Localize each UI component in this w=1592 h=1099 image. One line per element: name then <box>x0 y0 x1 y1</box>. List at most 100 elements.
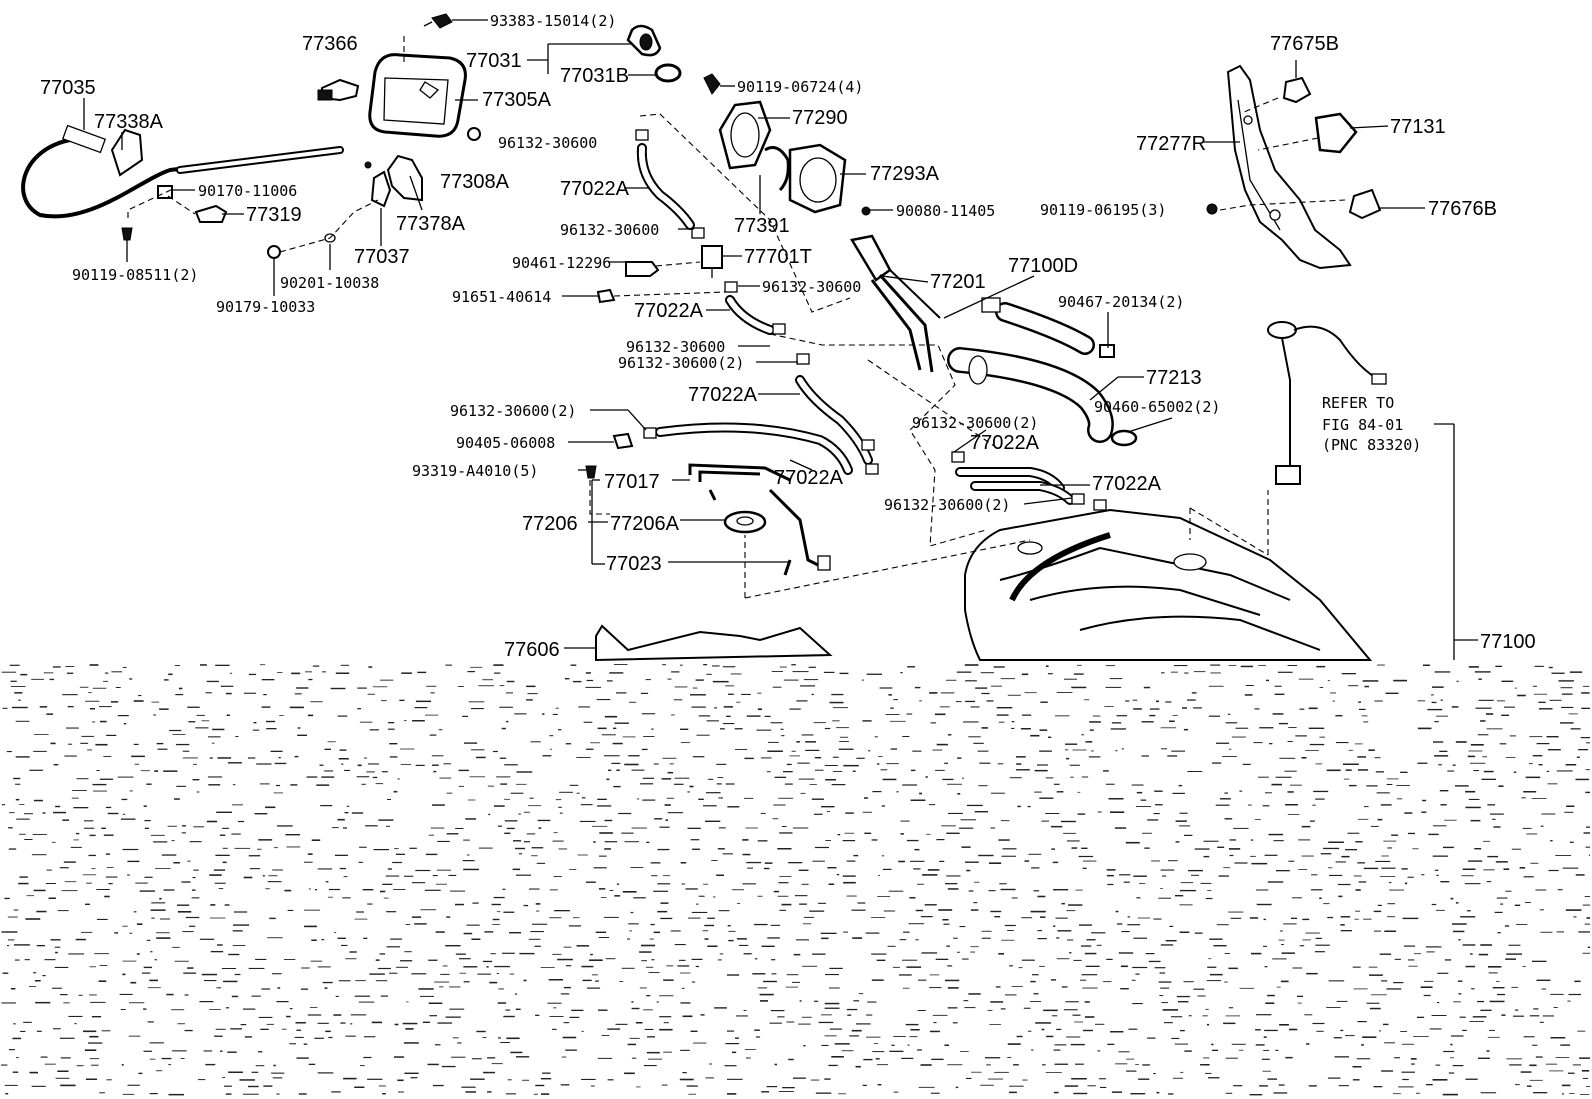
noise-dash <box>128 1035 141 1037</box>
noise-dash <box>1141 721 1154 723</box>
noise-dash <box>674 944 686 946</box>
callout-77100: 77100 <box>1480 631 1536 653</box>
noise-dash <box>784 783 793 785</box>
noise-dash <box>705 1077 714 1079</box>
noise-dash <box>472 902 479 904</box>
noise-dash <box>1363 918 1372 920</box>
noise-dash <box>147 1021 154 1023</box>
noise-dash <box>99 1092 105 1094</box>
noise-dash <box>621 967 635 969</box>
noise-dash <box>1405 882 1408 885</box>
callout-96132-e: 96132-30600(2) <box>618 354 744 372</box>
noise-dash <box>783 771 793 773</box>
noise-dash <box>798 778 815 780</box>
noise-dash <box>1015 769 1030 771</box>
noise-dash <box>814 846 829 849</box>
callout-90119-08511: 90119-08511(2) <box>72 266 198 284</box>
noise-dash <box>1442 1093 1458 1096</box>
noise-dash <box>1313 790 1329 793</box>
noise-dash <box>958 827 974 829</box>
noise-dash <box>267 937 283 939</box>
noise-dash <box>853 1000 860 1002</box>
part-77676b <box>1348 188 1382 220</box>
noise-dash <box>618 812 632 815</box>
noise-dash <box>173 862 180 864</box>
noise-dash <box>1273 1092 1288 1094</box>
noise-dash <box>1164 1022 1173 1024</box>
noise-dash <box>34 980 41 982</box>
noise-dash <box>1493 826 1501 828</box>
noise-dash <box>333 1014 342 1016</box>
noise-dash <box>981 937 991 939</box>
noise-dash <box>67 743 73 745</box>
noise-dash <box>1565 764 1577 766</box>
noise-dash <box>189 841 202 843</box>
noise-dash <box>177 904 190 906</box>
noise-dash <box>989 862 1002 864</box>
noise-dash <box>1103 981 1112 983</box>
noise-dash <box>783 679 799 681</box>
noise-dash <box>1087 1085 1096 1087</box>
noise-dash <box>831 1056 844 1058</box>
noise-dash <box>744 797 754 799</box>
noise-dash <box>630 867 644 868</box>
noise-dash <box>1355 841 1363 843</box>
noise-dash <box>291 672 301 675</box>
noise-dash <box>388 722 395 724</box>
noise-dash <box>1228 1007 1234 1009</box>
noise-dash <box>458 769 469 772</box>
noise-dash <box>215 854 230 856</box>
noise-dash <box>1517 694 1526 697</box>
noise-dash <box>754 1029 760 1031</box>
noise-dash <box>1041 1028 1045 1031</box>
noise-dash <box>1532 685 1537 687</box>
noise-dash <box>708 778 714 780</box>
noise-dash <box>322 981 333 984</box>
noise-dash <box>727 1093 737 1095</box>
noise-dash <box>891 1044 895 1046</box>
noise-dash <box>1274 685 1282 687</box>
noise-dash <box>415 700 431 703</box>
noise-dash <box>759 993 774 996</box>
noise-dash <box>1308 707 1318 710</box>
noise-dash <box>1305 750 1319 751</box>
noise-dash <box>660 902 669 904</box>
callout-77676b: 77676B <box>1428 198 1497 220</box>
noise-dash <box>679 972 691 974</box>
noise-dash <box>1438 764 1442 766</box>
noise-dash <box>1081 776 1089 778</box>
noise-dash <box>679 959 686 961</box>
noise-dash <box>1478 953 1489 956</box>
noise-dash <box>1033 993 1039 995</box>
noise-dash <box>1492 987 1505 989</box>
noise-dash <box>261 679 275 681</box>
noise-dash <box>133 911 137 913</box>
callout-93319: 93319-A4010(5) <box>412 462 538 480</box>
noise-dash <box>15 798 20 801</box>
noise-dash <box>387 799 391 800</box>
noise-dash <box>1583 832 1590 834</box>
noise-dash <box>1383 1023 1389 1026</box>
noise-dash <box>666 797 675 799</box>
noise-dash <box>849 1035 859 1037</box>
noise-dash <box>1208 685 1224 687</box>
noise-dash <box>609 672 624 674</box>
noise-dash <box>681 883 686 885</box>
noise-dash <box>1063 832 1076 834</box>
noise-dash <box>482 679 493 681</box>
noise-dash <box>499 685 505 687</box>
noise-dash <box>129 1002 145 1004</box>
noise-dash <box>782 1087 795 1089</box>
noise-dash <box>827 867 837 869</box>
noise-dash <box>1335 742 1349 744</box>
noise-dash <box>462 715 468 717</box>
noise-dash <box>1551 672 1565 674</box>
noise-dash <box>1239 1049 1244 1051</box>
noise-dash <box>424 889 441 891</box>
noise-dash <box>304 861 313 863</box>
noise-dash <box>306 776 318 778</box>
noise-dash <box>900 833 904 835</box>
noise-dash <box>1455 785 1469 787</box>
noise-dash <box>586 987 601 989</box>
noise-dash <box>1116 923 1123 925</box>
